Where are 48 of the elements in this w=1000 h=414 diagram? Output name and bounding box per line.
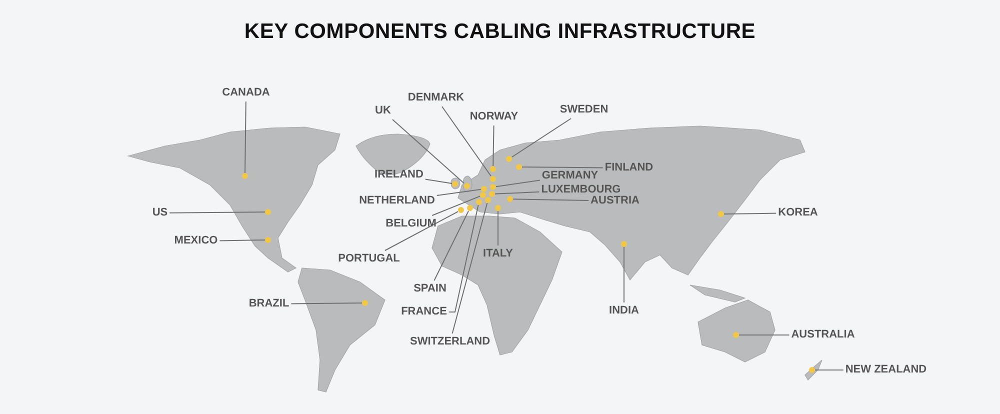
leader-line <box>442 106 492 176</box>
country-label: INDIA <box>609 304 639 318</box>
country-label: IRELAND <box>374 168 424 182</box>
leader-line <box>448 204 479 312</box>
country-label: MEXICO <box>174 234 218 248</box>
country-label: US <box>152 206 168 220</box>
leader-line <box>219 240 266 242</box>
country-label: SPAIN <box>414 282 446 296</box>
leader-line <box>522 166 604 168</box>
country-label: UK <box>375 104 391 118</box>
location-marker <box>809 367 815 373</box>
leader-line <box>738 334 790 336</box>
country-label: BRAZIL <box>248 298 290 310</box>
leader-line <box>496 180 540 188</box>
title: KEY COMPONENTS CABLING INFRASTRUCTURE <box>243 20 757 44</box>
leader-line <box>492 125 494 166</box>
country-label: NEW ZEALAND <box>845 364 927 376</box>
leader-line <box>434 210 469 281</box>
country-label: BELGIUM <box>386 218 436 230</box>
country-label: KOREA <box>778 206 818 220</box>
leader-line <box>432 196 480 216</box>
leader-line <box>494 191 540 194</box>
location-marker <box>458 207 464 213</box>
country-label: FRANCE <box>401 306 447 318</box>
country-label: PORTUGAL <box>338 252 400 266</box>
country-label: FINLAND <box>604 162 654 174</box>
leader-line <box>424 178 452 184</box>
leader-line <box>452 202 488 334</box>
leader-line <box>290 302 362 304</box>
country-label: DENMARK <box>408 92 464 104</box>
country-label: SWITZERLAND <box>410 336 490 348</box>
country-label: NETHERLAND <box>359 194 435 208</box>
country-label: AUSTRALIA <box>791 328 855 342</box>
leader-line <box>384 211 458 251</box>
location-marker <box>467 205 473 211</box>
country-label: NORWAY <box>470 110 518 124</box>
leader-line <box>512 198 590 201</box>
leader-line <box>169 212 266 214</box>
leader-line <box>512 118 572 158</box>
country-label: CANADA <box>222 86 270 100</box>
leader-line <box>244 101 246 174</box>
leader-line <box>436 188 482 196</box>
country-label: SWEDEN <box>560 104 608 116</box>
leader-line <box>392 119 464 184</box>
country-label: AUSTRIA <box>590 194 640 208</box>
country-label: GERMANY <box>542 170 598 182</box>
country-label: LUXEMBOURG <box>541 184 621 196</box>
country-label: ITALY <box>483 248 513 260</box>
